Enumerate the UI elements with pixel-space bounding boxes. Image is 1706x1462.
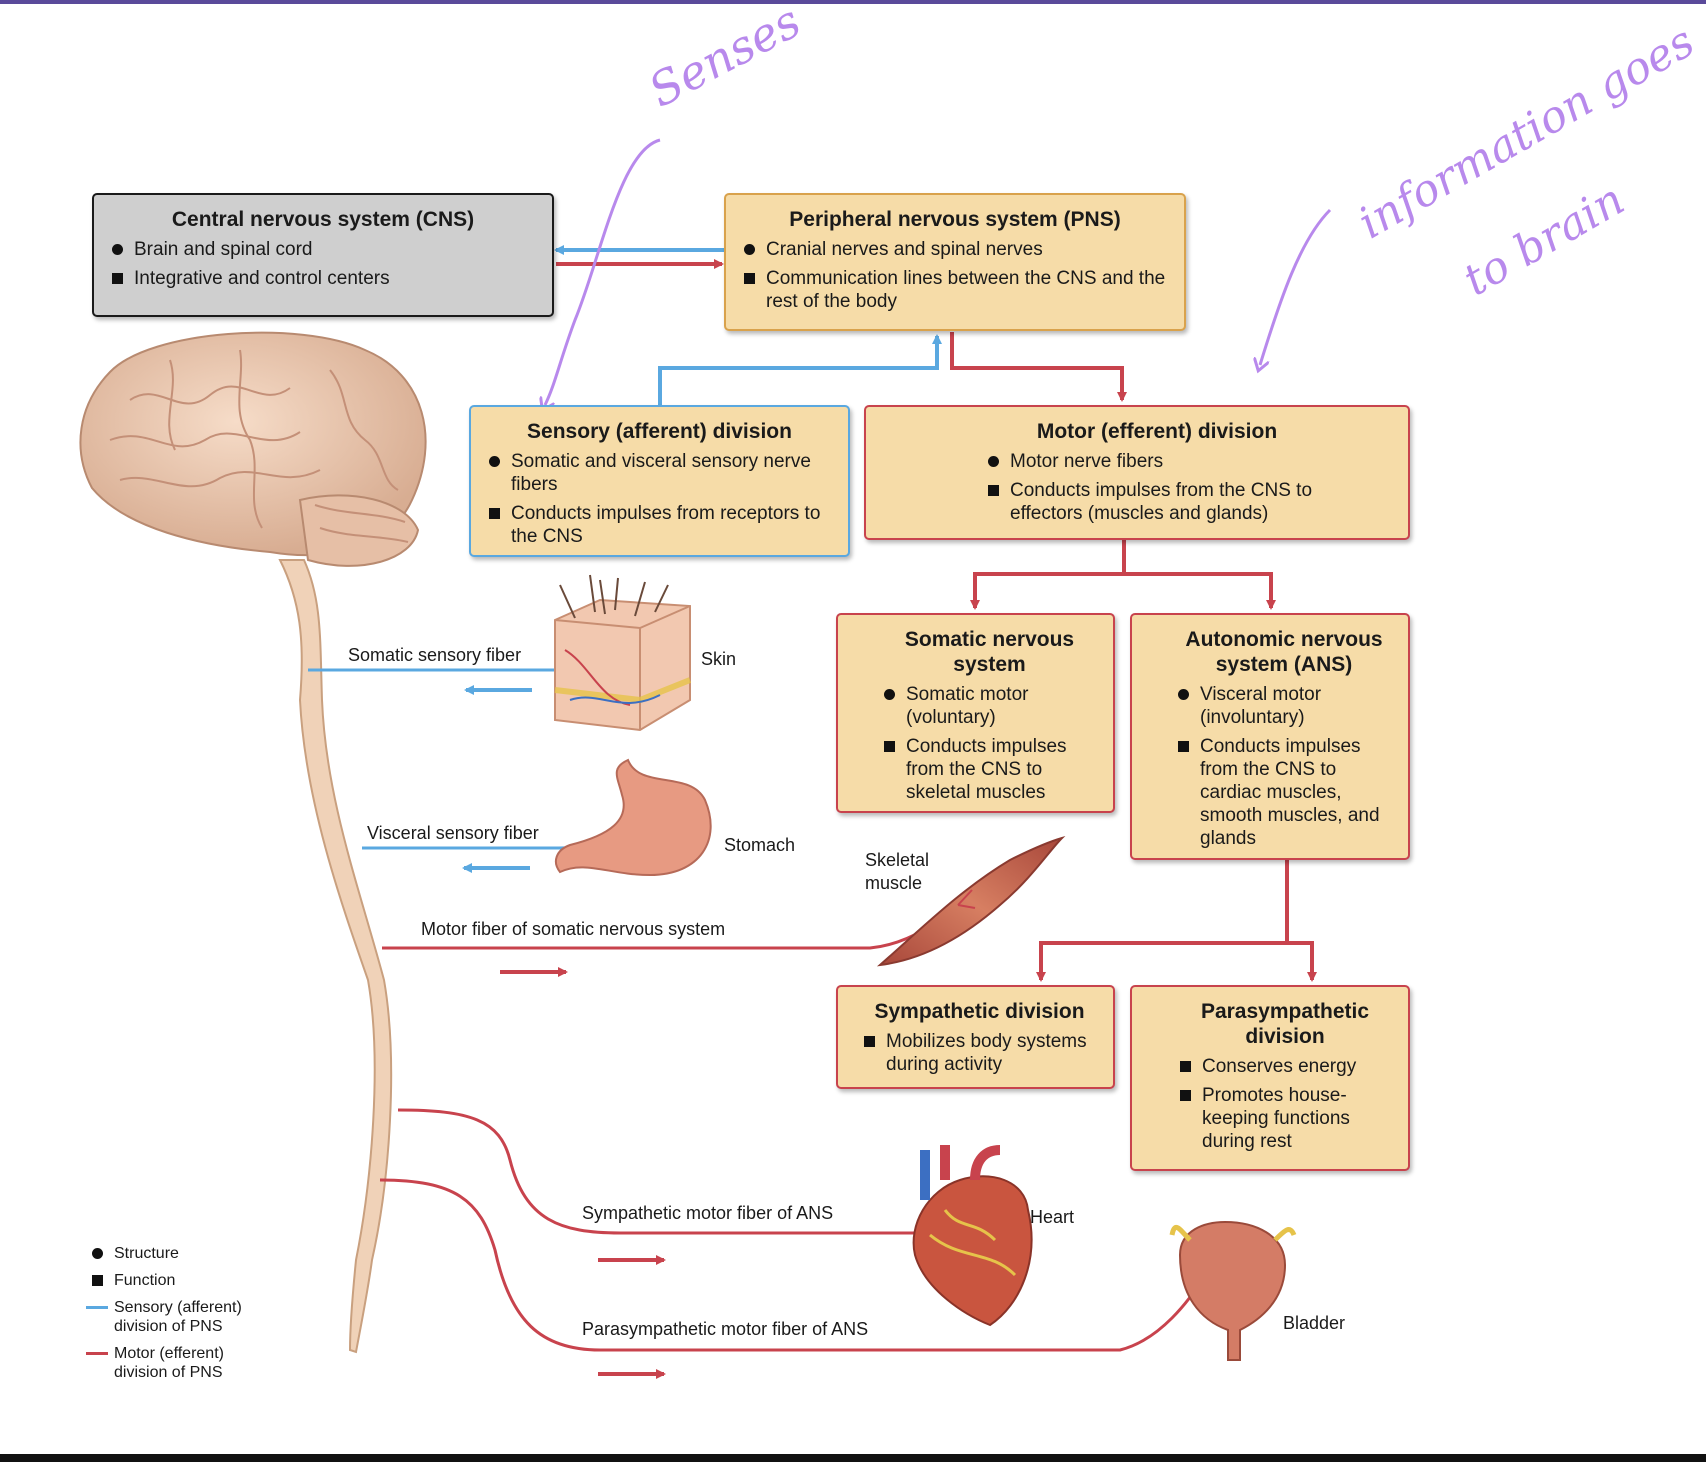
- somatic-nervous-system-structure: Somatic motor (voluntary): [882, 683, 1097, 729]
- somatic-motor-fiber-label: Motor fiber of somatic nervous system: [421, 919, 726, 939]
- muscle-nerve-ending: [957, 889, 976, 909]
- senses-annotation-arrow: [545, 138, 661, 405]
- legend-motor-text-1: Motor (efferent): [114, 1345, 224, 1362]
- motor-division-title: Motor (efferent) division: [1036, 420, 1278, 443]
- legend-motor-line: [86, 1352, 108, 1355]
- legend-function: Function: [86, 1271, 242, 1290]
- sensory-to-pns-connector: [658, 334, 942, 405]
- cns-structure: Brain and spinal cord: [110, 238, 536, 261]
- ans-to-parasympathetic-connector: [1287, 941, 1317, 982]
- ans-to-sympathetic-connector: [1036, 860, 1289, 982]
- skin-label: Skin: [701, 649, 737, 669]
- parasympathetic-division-function-2: Promotes house-keeping functions during …: [1178, 1084, 1392, 1153]
- motor-division-function: Conducts impulses from the CNS to effect…: [986, 479, 1328, 525]
- parasympathetic-motor-fiber-line: [379, 1178, 1207, 1352]
- pns-function: Communication lines between the CNS and …: [742, 267, 1168, 313]
- bladder-label: Bladder: [1283, 1313, 1346, 1333]
- brain-illustration: [79, 331, 427, 567]
- bladder-illustration: [1169, 1220, 1297, 1361]
- legend-motor: Motor (efferent) division of PNS: [86, 1344, 242, 1382]
- visceral-sensory-fiber-label: Visceral sensory fiber: [367, 823, 539, 843]
- skin-illustration: [554, 574, 692, 732]
- autonomic-nervous-system-box: Autonomic nervous system (ANS) Visceral …: [1130, 613, 1410, 860]
- motor-division-structure: Motor nerve fibers: [986, 450, 1328, 473]
- autonomic-nervous-system-structure: Visceral motor (involuntary): [1176, 683, 1392, 729]
- top-border: [0, 0, 1706, 4]
- skeletal-muscle-label-line-1: Skeletal: [865, 850, 930, 870]
- sensory-division-title: Sensory (afferent) division: [527, 420, 792, 443]
- legend-sensory-line: [86, 1306, 108, 1309]
- pns-title: Peripheral nervous system (PNS): [789, 208, 1121, 231]
- sympathetic-division-function: Mobilizes body systems during activity: [862, 1030, 1097, 1076]
- sensory-division-structure: Somatic and visceral sensory nerve fiber…: [487, 450, 832, 496]
- parasympathetic-division-title: Parasympathetic division: [1200, 1000, 1370, 1048]
- skeletal-muscle-label-line-2: muscle: [865, 873, 923, 893]
- cns-title: Central nervous system (CNS): [171, 208, 475, 231]
- somatic-nervous-system-function: Conducts impulses from the CNS to skelet…: [882, 735, 1097, 804]
- legend-sensory-text-2: division of PNS: [114, 1318, 223, 1335]
- sympathetic-division-title: Sympathetic division: [874, 1000, 1085, 1023]
- stomach-illustration: [554, 758, 712, 877]
- heart-illustration: [912, 1145, 1033, 1327]
- spinal-cord-illustration: [278, 559, 393, 1354]
- heart-label: Heart: [1030, 1207, 1075, 1227]
- pns-to-motor-connector: [950, 332, 1127, 402]
- info-annotation-arrow: [1260, 208, 1332, 365]
- sensory-division-function: Conducts impulses from receptors to the …: [487, 502, 832, 548]
- legend-function-text: Function: [114, 1272, 176, 1289]
- pns-structure: Cranial nerves and spinal nerves: [742, 238, 1168, 261]
- legend-structure-symbol: [92, 1248, 103, 1259]
- motor-to-autonomic-connector: [1124, 572, 1276, 610]
- skeletal-muscle-illustration: [876, 835, 1066, 967]
- legend-structure: Structure: [86, 1244, 242, 1263]
- cns-box: Central nervous system (CNS) Brain and s…: [92, 193, 554, 317]
- somatic-sensory-fiber-label: Somatic sensory fiber: [348, 645, 522, 665]
- legend-motor-text-2: division of PNS: [114, 1364, 223, 1381]
- legend-sensory-text-1: Sensory (afferent): [114, 1299, 242, 1316]
- autonomic-nervous-system-function: Conducts impulses from the CNS to cardia…: [1176, 735, 1392, 850]
- legend-structure-text: Structure: [114, 1245, 179, 1262]
- autonomic-nervous-system-title: Autonomic nervous system (ANS): [1185, 628, 1383, 676]
- pns-box: Peripheral nervous system (PNS) Cranial …: [724, 193, 1186, 331]
- stomach-label: Stomach: [724, 835, 796, 855]
- cns-function: Integrative and control centers: [110, 267, 536, 290]
- parasympathetic-motor-fiber-label: Parasympathetic motor fiber of ANS: [582, 1319, 869, 1339]
- parasympathetic-division-function-1: Conserves energy: [1178, 1055, 1392, 1078]
- legend-function-symbol: [92, 1275, 103, 1286]
- bottom-border: [0, 1454, 1706, 1462]
- sympathetic-motor-fiber-label: Sympathetic motor fiber of ANS: [582, 1203, 834, 1223]
- somatic-nervous-system-box: Somatic nervous system Somatic motor (vo…: [836, 613, 1115, 813]
- sympathetic-motor-fiber-line: [397, 1108, 972, 1252]
- somatic-nervous-system-title: Somatic nervous system: [904, 628, 1075, 676]
- sensory-division-box: Sensory (afferent) division Somatic and …: [469, 405, 850, 557]
- parasympathetic-division-box: Parasympathetic division Conserves energ…: [1130, 985, 1410, 1171]
- legend-sensory: Sensory (afferent) division of PNS: [86, 1298, 242, 1336]
- sympathetic-division-box: Sympathetic division Mobilizes body syst…: [836, 985, 1115, 1089]
- motor-to-somatic-connector: [970, 540, 1126, 610]
- motor-division-box: Motor (efferent) division Motor nerve fi…: [864, 405, 1410, 540]
- legend: Structure Function Sensory (afferent) di…: [86, 1244, 242, 1390]
